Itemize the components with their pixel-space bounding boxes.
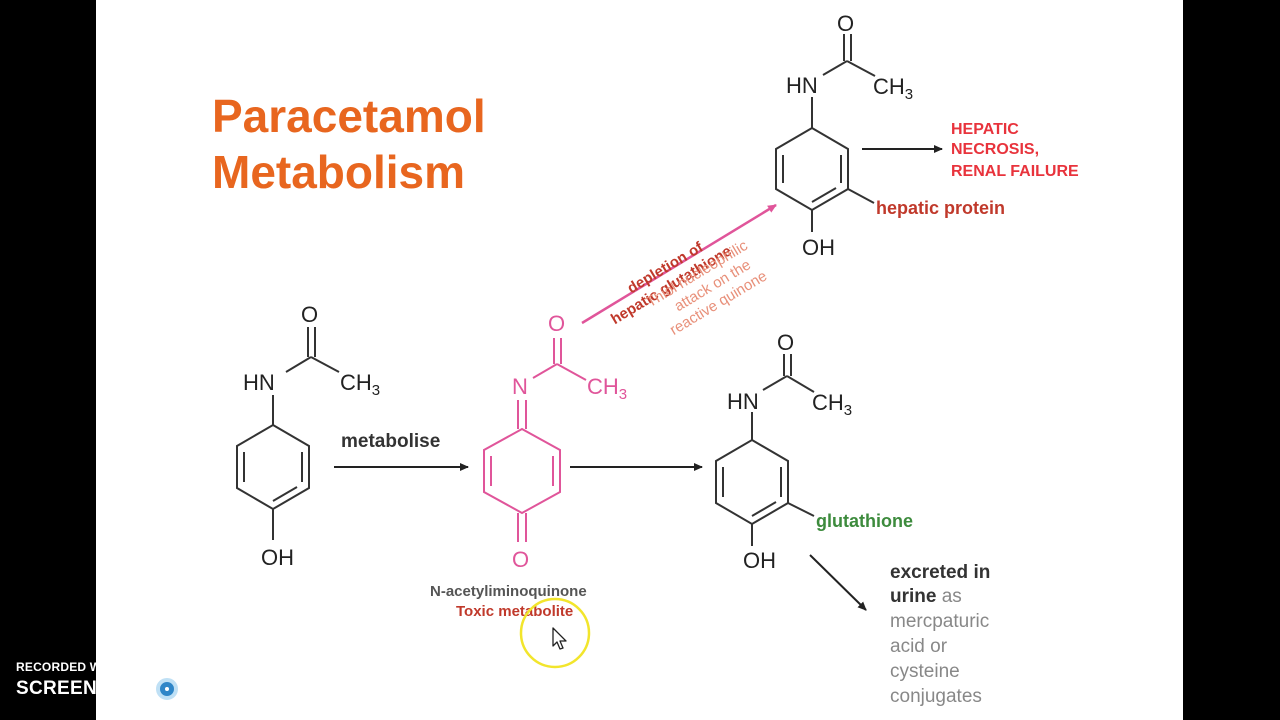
excreted-line-4: acid or [890, 636, 948, 657]
slide-canvas: Paracetamol Metabolism O HN CH3 [96, 0, 1183, 720]
outcome-line-1: HEPATIC [951, 121, 1019, 138]
metabolism-diagram: O HN CH3 OH metabolise O N CH3 O N-acety… [236, 11, 1079, 707]
paracetamol-nh: HN [243, 370, 275, 395]
mouse-pointer-icon [552, 627, 567, 650]
cursor-highlight [519, 597, 591, 669]
gsh-conjugate-methyl-ch: CH [812, 390, 844, 415]
record-button-icon [155, 678, 178, 700]
excreted-line-6: conjugates [890, 686, 982, 707]
gsh-conjugate-methyl-sub: 3 [844, 402, 852, 419]
protein-adduct-methyl: CH3 [873, 74, 913, 103]
glutathione-label: glutathione [816, 511, 913, 531]
napqi-structure [483, 338, 587, 542]
depletion-arrow [581, 203, 777, 325]
gsh-conjugate-hydroxyl: OH [743, 548, 776, 573]
outcome-line-2: NECROSIS, [951, 141, 1039, 158]
outcome-line-3: RENAL FAILURE [951, 163, 1079, 180]
protein-adduct-carbonyl-o: O [837, 11, 854, 36]
excreted-urine: urine [890, 586, 936, 607]
napqi-carbonyl-o: O [548, 311, 565, 336]
paracetamol-structure [236, 327, 340, 540]
excretion-label: excreted in urine as mercpaturic acid or… [890, 562, 990, 707]
paracetamol-carbonyl-o: O [301, 302, 318, 327]
slide-title: Paracetamol Metabolism [212, 88, 486, 200]
napqi-methyl-sub: 3 [619, 386, 627, 403]
title-line-1: Paracetamol [212, 90, 486, 142]
excreted-line-1: excreted in [890, 562, 990, 583]
gsh-conjugate-structure [715, 354, 815, 546]
napqi-quinone-o: O [512, 547, 529, 572]
toxicity-outcome: HEPATIC NECROSIS, RENAL FAILURE [951, 121, 1079, 180]
brand-right-text: MATIC [183, 678, 245, 699]
napqi-toxic-label: Toxic metabolite [456, 603, 573, 620]
protein-adduct-structure [775, 34, 876, 232]
excreted-line-5: cysteine [890, 661, 960, 682]
protein-adduct-hydroxyl: OH [802, 235, 835, 260]
gsh-conjugate-nh: HN [727, 389, 759, 414]
protein-adduct-methyl-sub: 3 [905, 86, 913, 103]
paracetamol-hydroxyl: OH [261, 545, 294, 570]
screencast-o-matic-logo: SCREENCAST MATIC [16, 678, 244, 700]
napqi-name: N-acetyliminoquinone [430, 583, 587, 600]
metabolise-label: metabolise [341, 431, 440, 452]
protein-adduct-methyl-ch: CH [873, 74, 905, 99]
paracetamol-methyl-ch: CH [340, 370, 372, 395]
paracetamol-methyl-sub: 3 [372, 382, 380, 399]
paracetamol-methyl: CH3 [340, 370, 380, 399]
napqi-imine-n: N [512, 374, 528, 399]
excreted-as: as [936, 586, 961, 607]
brand-left-text: SCREENCAST [16, 678, 150, 699]
napqi-methyl-ch: CH [587, 374, 619, 399]
thiol-attack-label: Thiol nucleophilic attack on the reactiv… [643, 237, 770, 339]
gsh-conjugate-carbonyl-o: O [777, 330, 794, 355]
excreted-line-3: mercpaturic [890, 611, 989, 632]
recorded-with-label: RECORDED WITH [16, 660, 122, 674]
hepatic-protein-label: hepatic protein [876, 198, 1005, 218]
gsh-conjugate-methyl: CH3 [812, 390, 852, 419]
excreted-line-2: urine as [890, 586, 962, 607]
protein-adduct-nh: HN [786, 73, 818, 98]
title-line-2: Metabolism [212, 146, 466, 198]
excretion-arrow [809, 554, 867, 611]
napqi-methyl: CH3 [587, 374, 627, 403]
